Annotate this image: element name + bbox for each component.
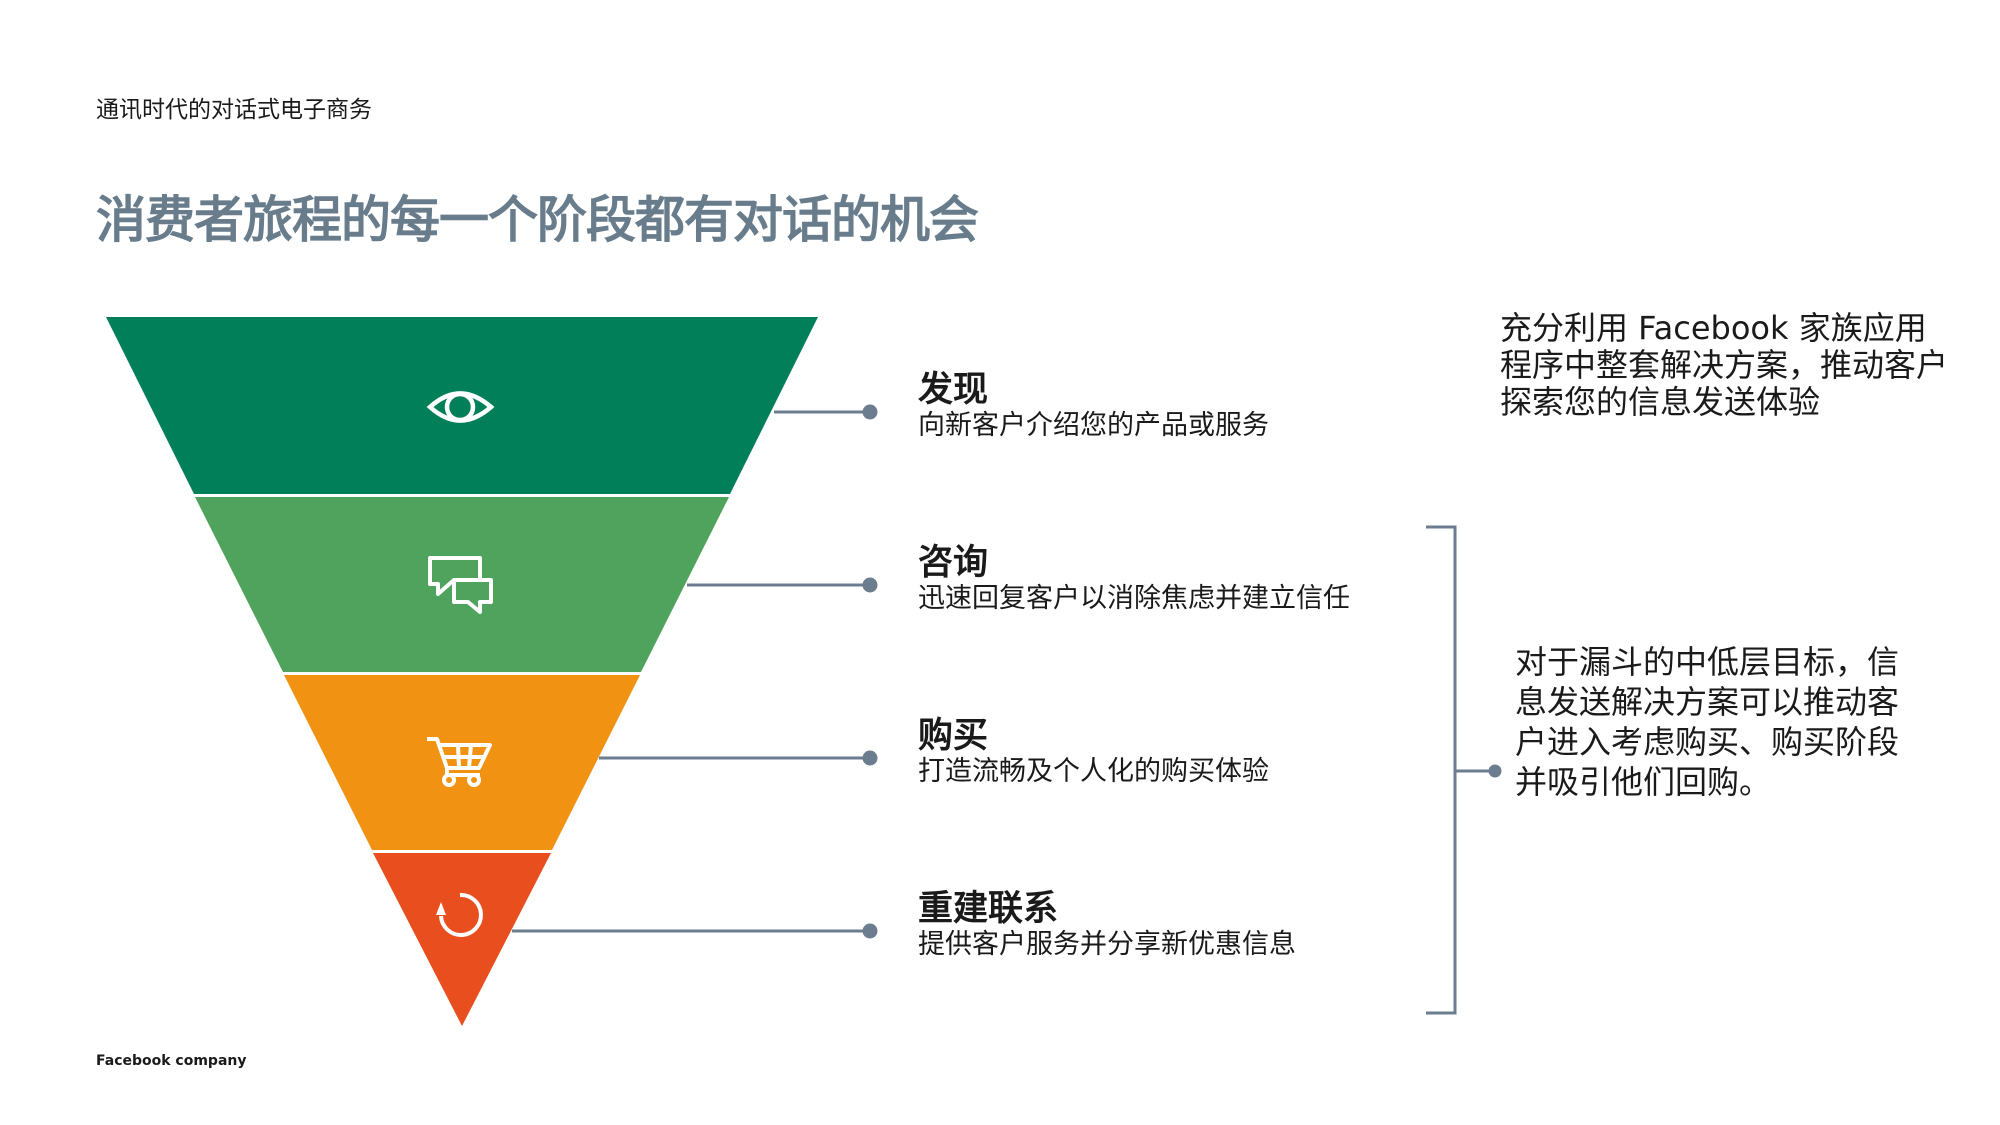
stage-purchase: 购买 打造流畅及个人化的购买体验 — [918, 716, 1269, 788]
note-line: 充分利用 Facebook 家族应用 — [1500, 309, 1927, 347]
deck-subtitle: 通讯时代的对话式电子商务 — [96, 97, 372, 123]
funnel-stage-consider — [195, 497, 729, 672]
top-funnel-note: 充分利用 Facebook 家族应用 程序中整套解决方案，推动客户 探索您的信息… — [1500, 310, 1948, 421]
stage-reconnect: 重建联系 提供客户服务并分享新优惠信息 — [918, 889, 1296, 961]
funnel-stage-purchase — [284, 675, 640, 850]
note-line: 息发送解决方案可以推动客 — [1515, 683, 1900, 721]
eye-icon — [426, 391, 495, 423]
lower-funnel-note: 对于漏斗的中低层目标，信 息发送解决方案可以推动客 户进入考虑购买、购买阶段 并… — [1515, 642, 1899, 802]
lower-funnel-bracket — [1426, 525, 1502, 1015]
stage-description: 打造流畅及个人化的购买体验 — [918, 756, 1269, 787]
stage-title: 重建联系 — [918, 889, 1059, 929]
stage-consider: 咨询 迅速回复客户以消除焦虑并建立信任 — [918, 543, 1350, 615]
stage-title: 咨询 — [918, 543, 989, 583]
note-line: 户进入考虑购买、购买阶段 — [1515, 723, 1900, 761]
funnel-stage-reconnect — [373, 853, 551, 1026]
refresh-icon — [436, 892, 483, 937]
page-title: 消费者旅程的每一个阶段都有对话的机会 — [96, 191, 979, 249]
stage-title: 发现 — [918, 370, 989, 410]
stage-connectors — [512, 404, 878, 939]
stage-description: 迅速回复客户以消除焦虑并建立信任 — [918, 583, 1350, 614]
note-line: 探索您的信息发送体验 — [1500, 383, 1821, 421]
funnel-stage-discover — [106, 317, 818, 494]
stage-discover: 发现 向新客户介绍您的产品或服务 — [918, 370, 1269, 442]
stage-description: 向新客户介绍您的产品或服务 — [918, 410, 1269, 441]
footer-brand: Facebook company — [96, 1053, 247, 1069]
note-line: 程序中整套解决方案，推动客户 — [1500, 346, 1949, 384]
chat-bubbles-icon — [428, 556, 493, 614]
stage-title: 购买 — [918, 716, 989, 756]
stage-description: 提供客户服务并分享新优惠信息 — [918, 929, 1296, 960]
note-line: 并吸引他们回购。 — [1515, 763, 1772, 801]
note-line: 对于漏斗的中低层目标，信 — [1515, 643, 1900, 681]
shopping-cart-icon — [427, 737, 492, 787]
